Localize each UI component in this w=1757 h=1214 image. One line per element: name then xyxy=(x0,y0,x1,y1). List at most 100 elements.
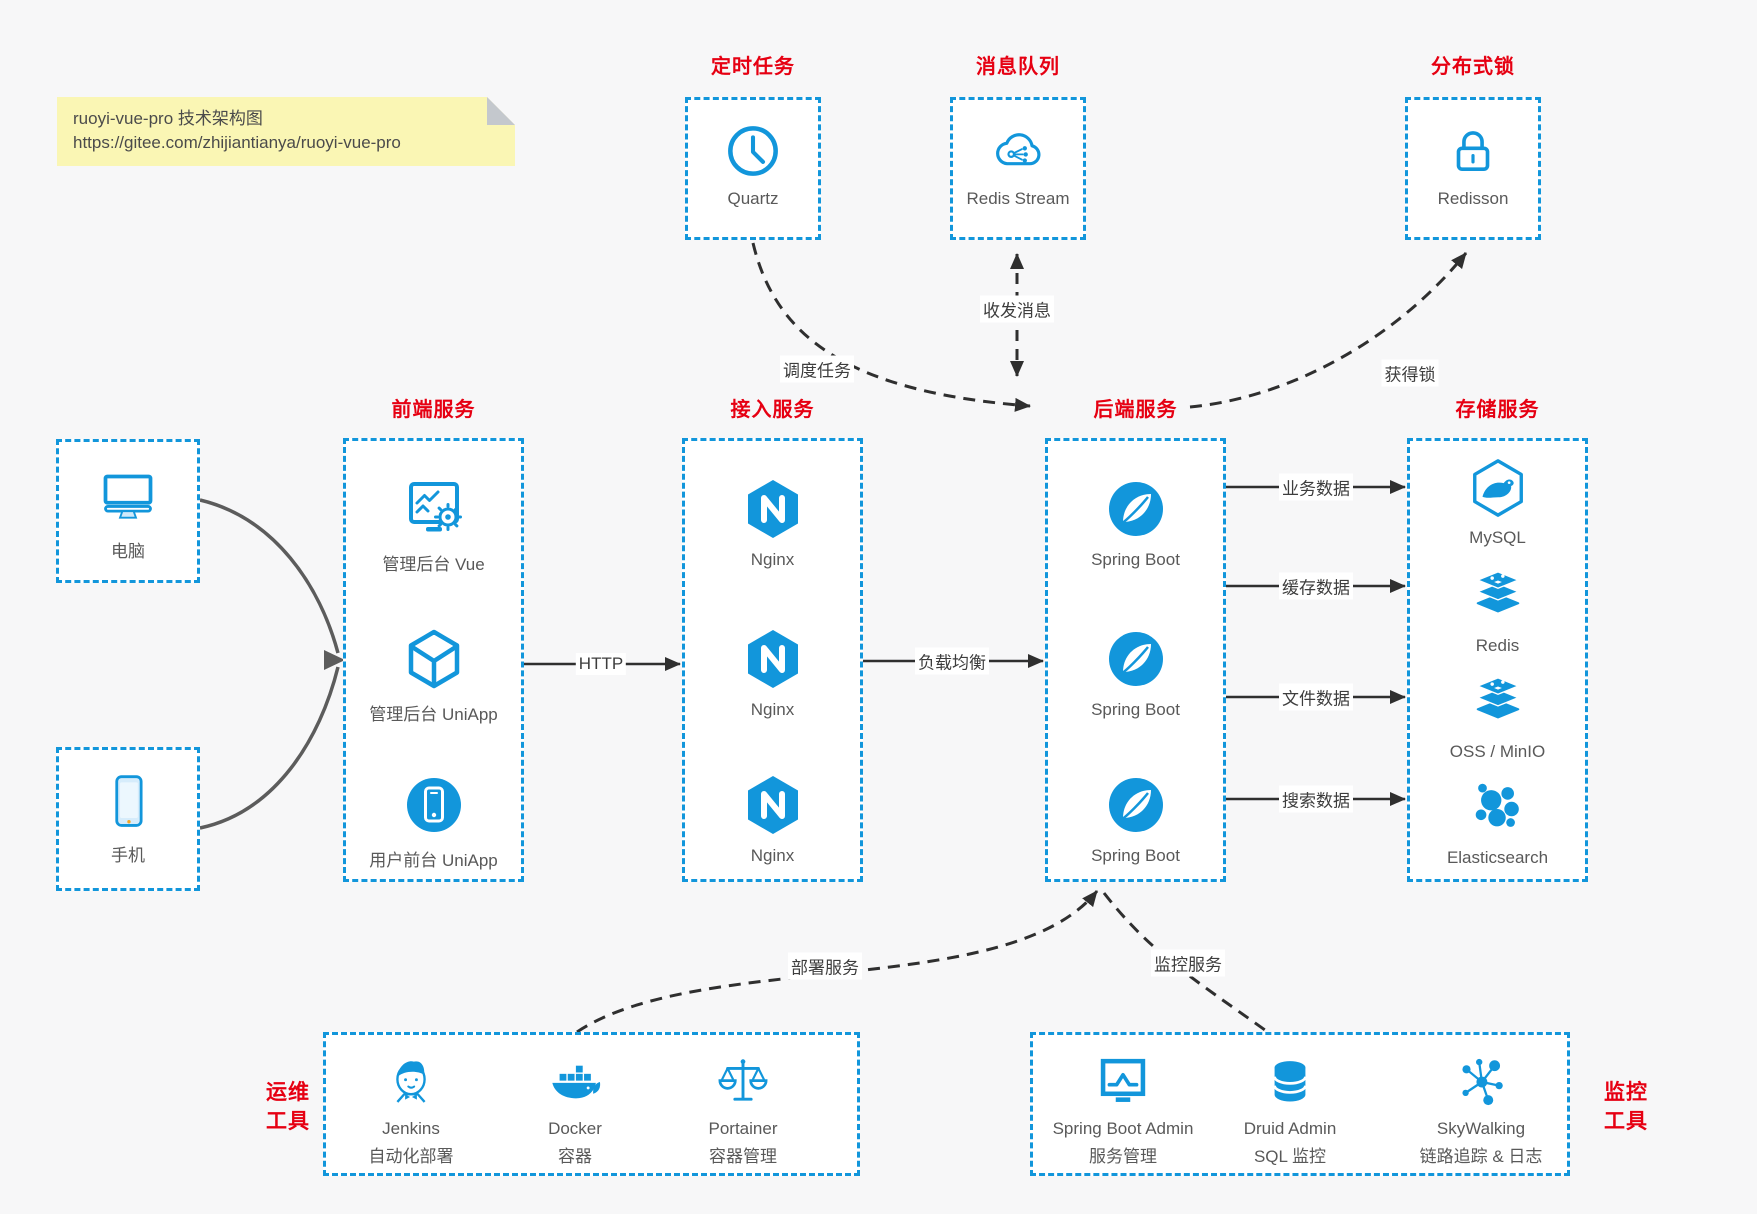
edge-label-schedule: 调度任务 xyxy=(780,355,854,383)
side-title-monitor: 监控 工具 xyxy=(1604,1081,1648,1133)
node-nginx-3: Nginx xyxy=(685,773,860,866)
node-quartz: Quartz xyxy=(688,122,818,209)
note-fold-icon xyxy=(487,97,515,125)
node-label: Nginx xyxy=(750,700,795,719)
node-label: Nginx xyxy=(750,846,795,865)
sticky-note: ruoyi-vue-pro 技术架构图 https://gitee.com/zh… xyxy=(57,97,515,166)
node-admin-vue: 管理后台 Vue xyxy=(346,477,521,575)
node-oss-minio: OSS / MinIO xyxy=(1410,671,1585,762)
padlock-icon xyxy=(1456,131,1490,171)
group-backend: Spring Boot Spring Boot Spring Boot xyxy=(1045,438,1226,882)
group-ops: Jenkins 自动化部署 Docker 容器 xyxy=(323,1032,860,1176)
node-label: 电脑 xyxy=(111,542,145,561)
group-monitor: Spring Boot Admin 服务管理 Druid Admin SQL 监… xyxy=(1030,1032,1570,1176)
storage-stack-icon xyxy=(1476,677,1519,719)
node-user-uniapp: 用户前台 UniApp xyxy=(346,773,521,871)
mysql-dolphin-icon xyxy=(1472,459,1523,517)
tracing-network-icon xyxy=(1462,1058,1503,1106)
group-frontend: 管理后台 Vue 管理后台 UniApp 用户前台 UniApp xyxy=(343,438,524,882)
edge-label-monitor: 监控服务 xyxy=(1151,949,1225,977)
spring-leaf-icon xyxy=(1108,632,1163,686)
group-title-scheduler: 定时任务 xyxy=(711,56,795,78)
smartphone-icon xyxy=(115,775,143,827)
node-label: Spring Boot Admin xyxy=(1052,1119,1194,1138)
edge-label-cache-data: 缓存数据 xyxy=(1279,572,1353,600)
docker-whale-icon xyxy=(552,1065,601,1099)
group-mq: Redis Stream xyxy=(950,97,1086,240)
node-pc: 电脑 xyxy=(59,468,197,562)
node-label: Jenkins xyxy=(382,1119,440,1138)
node-redis-stream: Redis Stream xyxy=(953,122,1083,209)
edge-label-http: HTTP xyxy=(575,653,627,675)
client-arrowhead xyxy=(324,650,345,670)
group-storage: MySQL Redis xyxy=(1407,438,1588,882)
node-label: Docker xyxy=(548,1119,602,1138)
node-sublabel: 链路追踪 & 日志 xyxy=(1419,1147,1543,1166)
node-label: MySQL xyxy=(1469,528,1526,547)
node-springboot-1: Spring Boot xyxy=(1048,477,1223,570)
node-mobile: 手机 xyxy=(59,772,197,866)
note-title: ruoyi-vue-pro 技术架构图 xyxy=(73,109,263,128)
group-title-lock: 分布式锁 xyxy=(1431,56,1515,78)
elasticsearch-cluster-icon xyxy=(1475,783,1519,827)
node-druid-admin: Druid Admin SQL 监控 xyxy=(1215,1053,1365,1167)
database-cylinder-icon xyxy=(1273,1061,1307,1102)
edge-acquire-lock-line xyxy=(1189,252,1468,409)
edge-label-file-data: 文件数据 xyxy=(1279,683,1353,711)
node-label: Redis xyxy=(1475,636,1520,655)
note-url: https://gitee.com/zhijiantianya/ruoyi-vu… xyxy=(73,133,401,152)
edge-mobile-to-frontend xyxy=(199,666,340,830)
admin-monitor-icon xyxy=(1100,1058,1146,1102)
edge-label-deploy: 部署服务 xyxy=(788,952,862,980)
node-portainer: Portainer 容器管理 xyxy=(678,1053,808,1167)
uniapp-cube-icon xyxy=(408,629,459,689)
node-springboot-3: Spring Boot xyxy=(1048,773,1223,866)
nginx-icon xyxy=(747,630,798,688)
group-title-mq: 消息队列 xyxy=(976,56,1060,78)
node-label: 手机 xyxy=(111,846,145,865)
group-title-gateway: 接入服务 xyxy=(730,399,815,421)
edge-label-acquire-lock: 获得锁 xyxy=(1381,359,1439,387)
node-skywalking: SkyWalking 链路追踪 & 日志 xyxy=(1395,1053,1567,1167)
node-sublabel: 自动化部署 xyxy=(368,1147,454,1166)
node-sublabel: 容器管理 xyxy=(709,1147,777,1166)
node-mysql: MySQL xyxy=(1410,457,1585,548)
node-sublabel: 容器 xyxy=(558,1147,592,1166)
node-sublabel: SQL 监控 xyxy=(1253,1147,1327,1166)
node-springboot-admin: Spring Boot Admin 服务管理 xyxy=(1035,1053,1211,1167)
node-nginx-1: Nginx xyxy=(685,477,860,570)
node-label: Portainer xyxy=(708,1119,778,1138)
node-label: Redisson xyxy=(1437,189,1509,208)
client-mobile-box: 手机 xyxy=(56,747,200,891)
jenkins-butler-icon xyxy=(396,1061,426,1103)
side-title-ops: 运维 工具 xyxy=(266,1081,310,1133)
group-title-storage: 存储服务 xyxy=(1455,399,1540,421)
mobile-app-circle-icon xyxy=(406,778,461,832)
node-label: 管理后台 UniApp xyxy=(369,705,498,724)
group-lock: Redisson xyxy=(1405,97,1541,240)
clock-icon xyxy=(728,126,778,176)
node-nginx-2: Nginx xyxy=(685,627,860,720)
edge-pc-to-frontend xyxy=(199,498,340,654)
admin-dashboard-icon xyxy=(408,482,462,532)
redis-stack-icon xyxy=(1476,571,1519,613)
edge-label-messages: 收发消息 xyxy=(980,295,1054,323)
edge-label-load-balance: 负载均衡 xyxy=(915,647,989,675)
nginx-icon xyxy=(747,776,798,834)
node-label: Spring Boot xyxy=(1091,846,1180,865)
node-redisson: Redisson xyxy=(1408,122,1538,209)
node-label: SkyWalking xyxy=(1436,1119,1526,1138)
nginx-icon xyxy=(747,480,798,538)
node-elasticsearch: Elasticsearch xyxy=(1410,777,1585,868)
node-admin-uniapp: 管理后台 UniApp xyxy=(346,627,521,725)
client-pc-box: 电脑 xyxy=(56,439,200,583)
edge-label-search-data: 搜索数据 xyxy=(1279,785,1353,813)
cloud-share-icon xyxy=(996,133,1041,166)
node-springboot-2: Spring Boot xyxy=(1048,627,1223,720)
node-label: Redis Stream xyxy=(966,189,1070,208)
node-sublabel: 服务管理 xyxy=(1089,1147,1157,1166)
spring-leaf-icon xyxy=(1108,778,1163,832)
node-label: Druid Admin xyxy=(1243,1119,1337,1138)
spring-leaf-icon xyxy=(1108,482,1163,536)
